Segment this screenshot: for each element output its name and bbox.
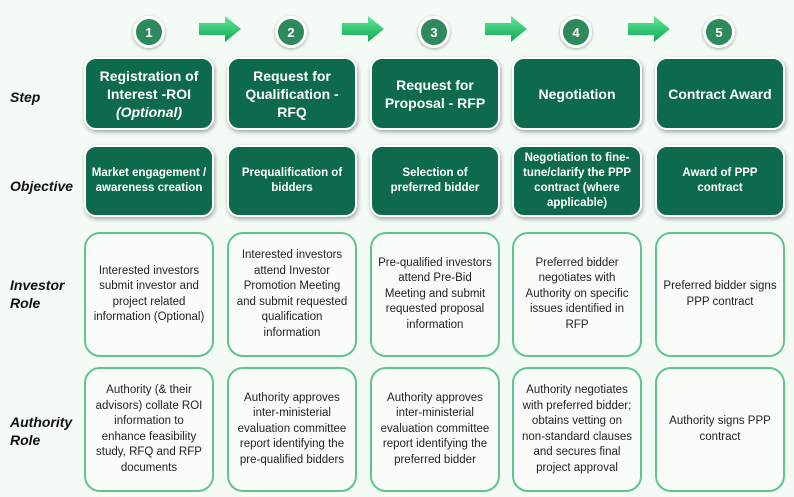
authority-role-box-4: Authority negotiates with preferred bidd… — [512, 367, 642, 492]
objective-box-4: Negotiation to fine-tune/clarify the PPP… — [512, 145, 642, 217]
step-line: Contract Award — [668, 85, 772, 102]
step-number-2: 2 — [275, 16, 307, 48]
row-label-line: Authority — [10, 414, 73, 430]
step-line: Negotiation — [538, 85, 616, 102]
row-label-objective: Objective — [10, 178, 74, 194]
row-label-line: Role — [10, 295, 41, 311]
authority-role-box-1: Authority (& their advisors) collate ROI… — [84, 367, 214, 492]
step-line: Qualification - — [245, 85, 339, 102]
step-box-negotiation: Negotiation — [512, 57, 642, 130]
row-label-investor-role: Investor Role — [10, 276, 64, 312]
authority-role-box-3: Authority approves inter-ministerial eva… — [370, 367, 500, 492]
investor-role-box-1: Interested investors submit investor and… — [84, 232, 214, 357]
step-line: Proposal - RFP — [384, 94, 486, 111]
row-label-step: Step — [10, 89, 41, 105]
step-number-1: 1 — [133, 16, 165, 48]
step-box-rfq: Request for Qualification - RFQ — [227, 57, 357, 130]
arrow-right-icon — [485, 16, 527, 42]
step-line: Registration of — [99, 67, 199, 84]
step-line: RFQ — [277, 103, 307, 120]
step-line: Interest -ROI — [106, 85, 191, 102]
step-number-5: 5 — [703, 16, 735, 48]
step-line: Request for — [253, 67, 331, 84]
investor-role-box-5: Preferred bidder signs PPP contract — [655, 232, 785, 357]
step-box-contract-award: Contract Award — [655, 57, 785, 130]
objective-box-1: Market engagement / awareness creation — [84, 145, 214, 217]
step-line: Request for — [396, 76, 474, 93]
row-label-authority-role: Authority Role — [10, 413, 72, 449]
step-number-4: 4 — [560, 16, 592, 48]
step-optional-note: (Optional) — [115, 103, 183, 120]
row-label-line: Investor — [10, 277, 65, 293]
authority-role-box-5: Authority signs PPP contract — [655, 367, 785, 492]
step-box-rfp: Request for Proposal - RFP — [370, 57, 500, 130]
investor-role-box-2: Interested investors attend Investor Pro… — [227, 232, 357, 357]
investor-role-box-3: Pre-qualified investors attend Pre-Bid M… — [370, 232, 500, 357]
row-label-line: Role — [10, 432, 41, 448]
arrow-right-icon — [342, 16, 384, 42]
step-number-3: 3 — [418, 16, 450, 48]
step-box-registration: Registration of Interest -ROI (Optional) — [84, 57, 214, 130]
arrow-right-icon — [628, 16, 670, 42]
investor-role-box-4: Preferred bidder negotiates with Authori… — [512, 232, 642, 357]
arrow-right-icon — [199, 16, 241, 42]
authority-role-box-2: Authority approves inter-ministerial eva… — [227, 367, 357, 492]
objective-box-3: Selection of preferred bidder — [370, 145, 500, 217]
objective-box-2: Prequalification of bidders — [227, 145, 357, 217]
objective-box-5: Award of PPP contract — [655, 145, 785, 217]
